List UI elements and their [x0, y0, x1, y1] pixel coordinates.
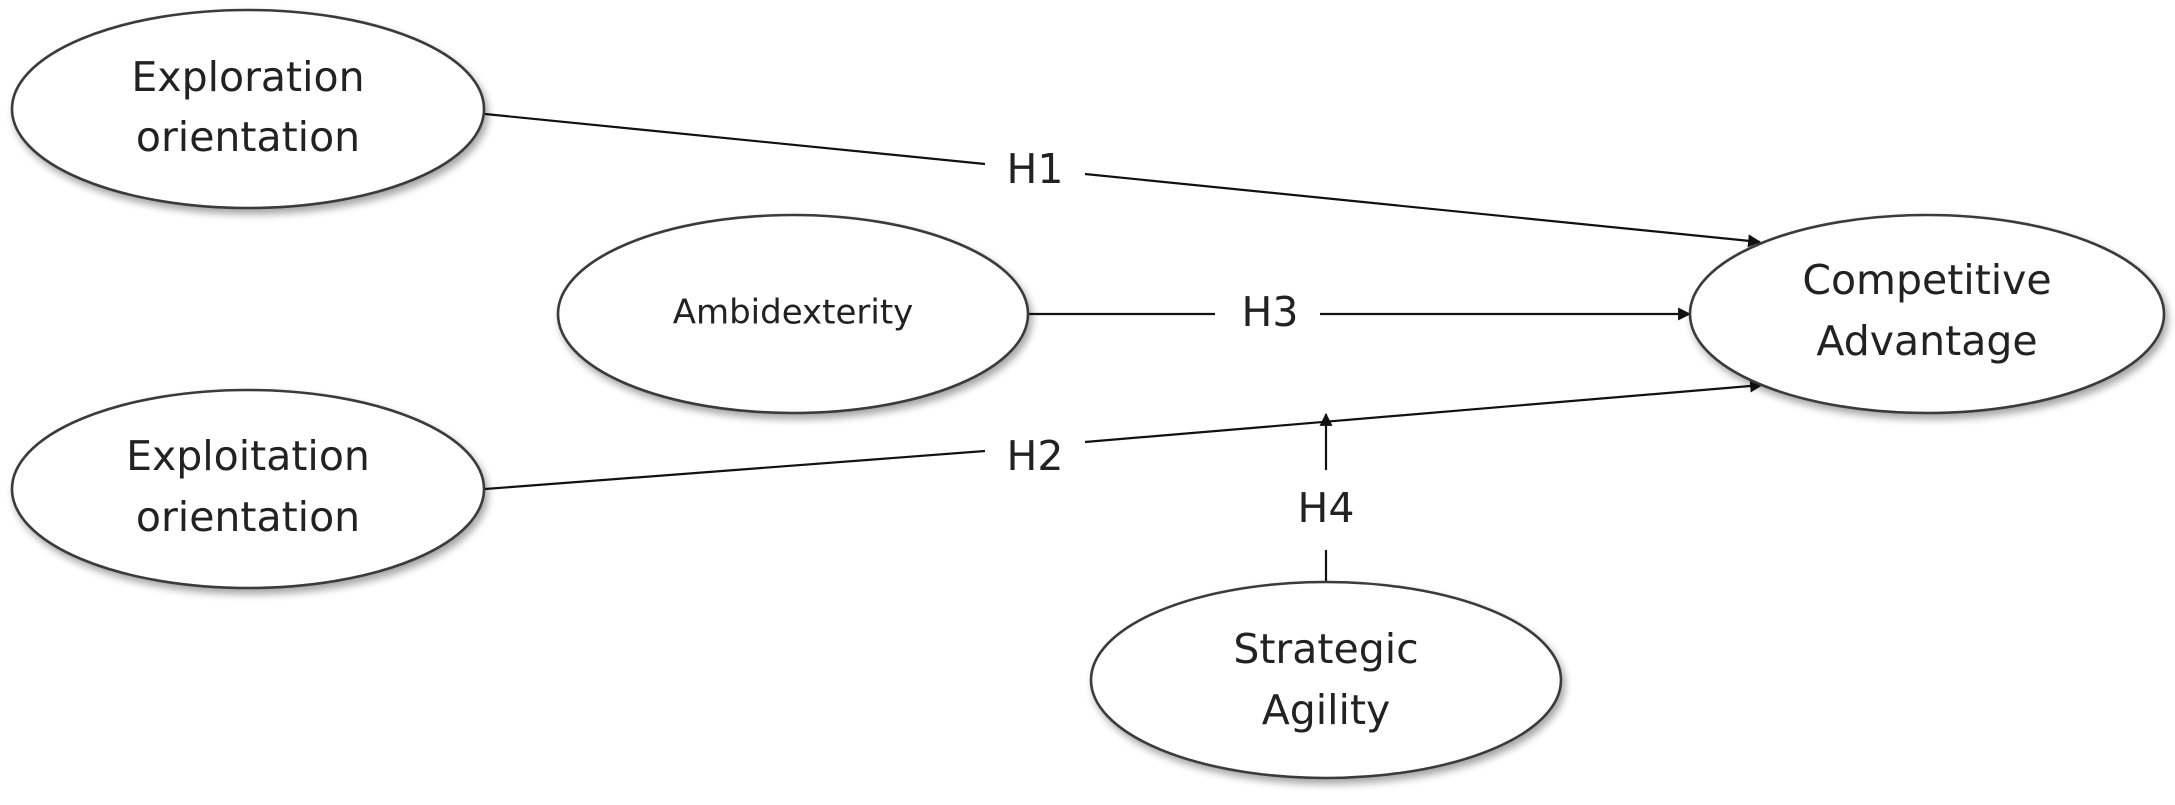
edge-h2: H2: [484, 379, 1764, 491]
edge-label-h3: H3: [1242, 288, 1299, 336]
node-agility-label-line1: Strategic: [1233, 625, 1418, 673]
edge-h1: H1: [484, 112, 1762, 248]
node-agility-label-line2: Agility: [1262, 686, 1391, 734]
node-exploration-label-line2: orientation: [136, 113, 360, 161]
node-exploitation-label-line1: Exploitation: [126, 432, 370, 480]
node-strategic-agility: Strategic Agility: [1089, 580, 1563, 780]
edge-h4: H4: [1298, 412, 1355, 582]
edge-label-h4: H4: [1298, 484, 1355, 532]
node-exploration-orientation: Exploration orientation: [10, 8, 486, 210]
edge-label-h2: H2: [1007, 432, 1064, 480]
edge-h2-line-start: [484, 449, 986, 491]
edge-h3: H3: [1028, 288, 1692, 336]
node-ambidexterity: Ambidexterity: [556, 213, 1030, 415]
edge-h1-line-start: [484, 112, 986, 166]
edge-label-h1: H1: [1007, 145, 1064, 193]
node-exploration-label-line1: Exploration: [131, 53, 364, 101]
node-exploitation-orientation: Exploitation orientation: [10, 388, 486, 590]
node-competitive-label-line2: Advantage: [1816, 317, 2037, 365]
node-ambidexterity-label: Ambidexterity: [673, 293, 914, 333]
edge-h1-line-end: [1084, 172, 1762, 248]
node-competitive-advantage: Competitive Advantage: [1688, 213, 2166, 415]
edge-h2-line-end: [1084, 379, 1764, 444]
node-exploitation-label-line2: orientation: [136, 493, 360, 541]
node-competitive-label-line1: Competitive: [1802, 256, 2051, 304]
